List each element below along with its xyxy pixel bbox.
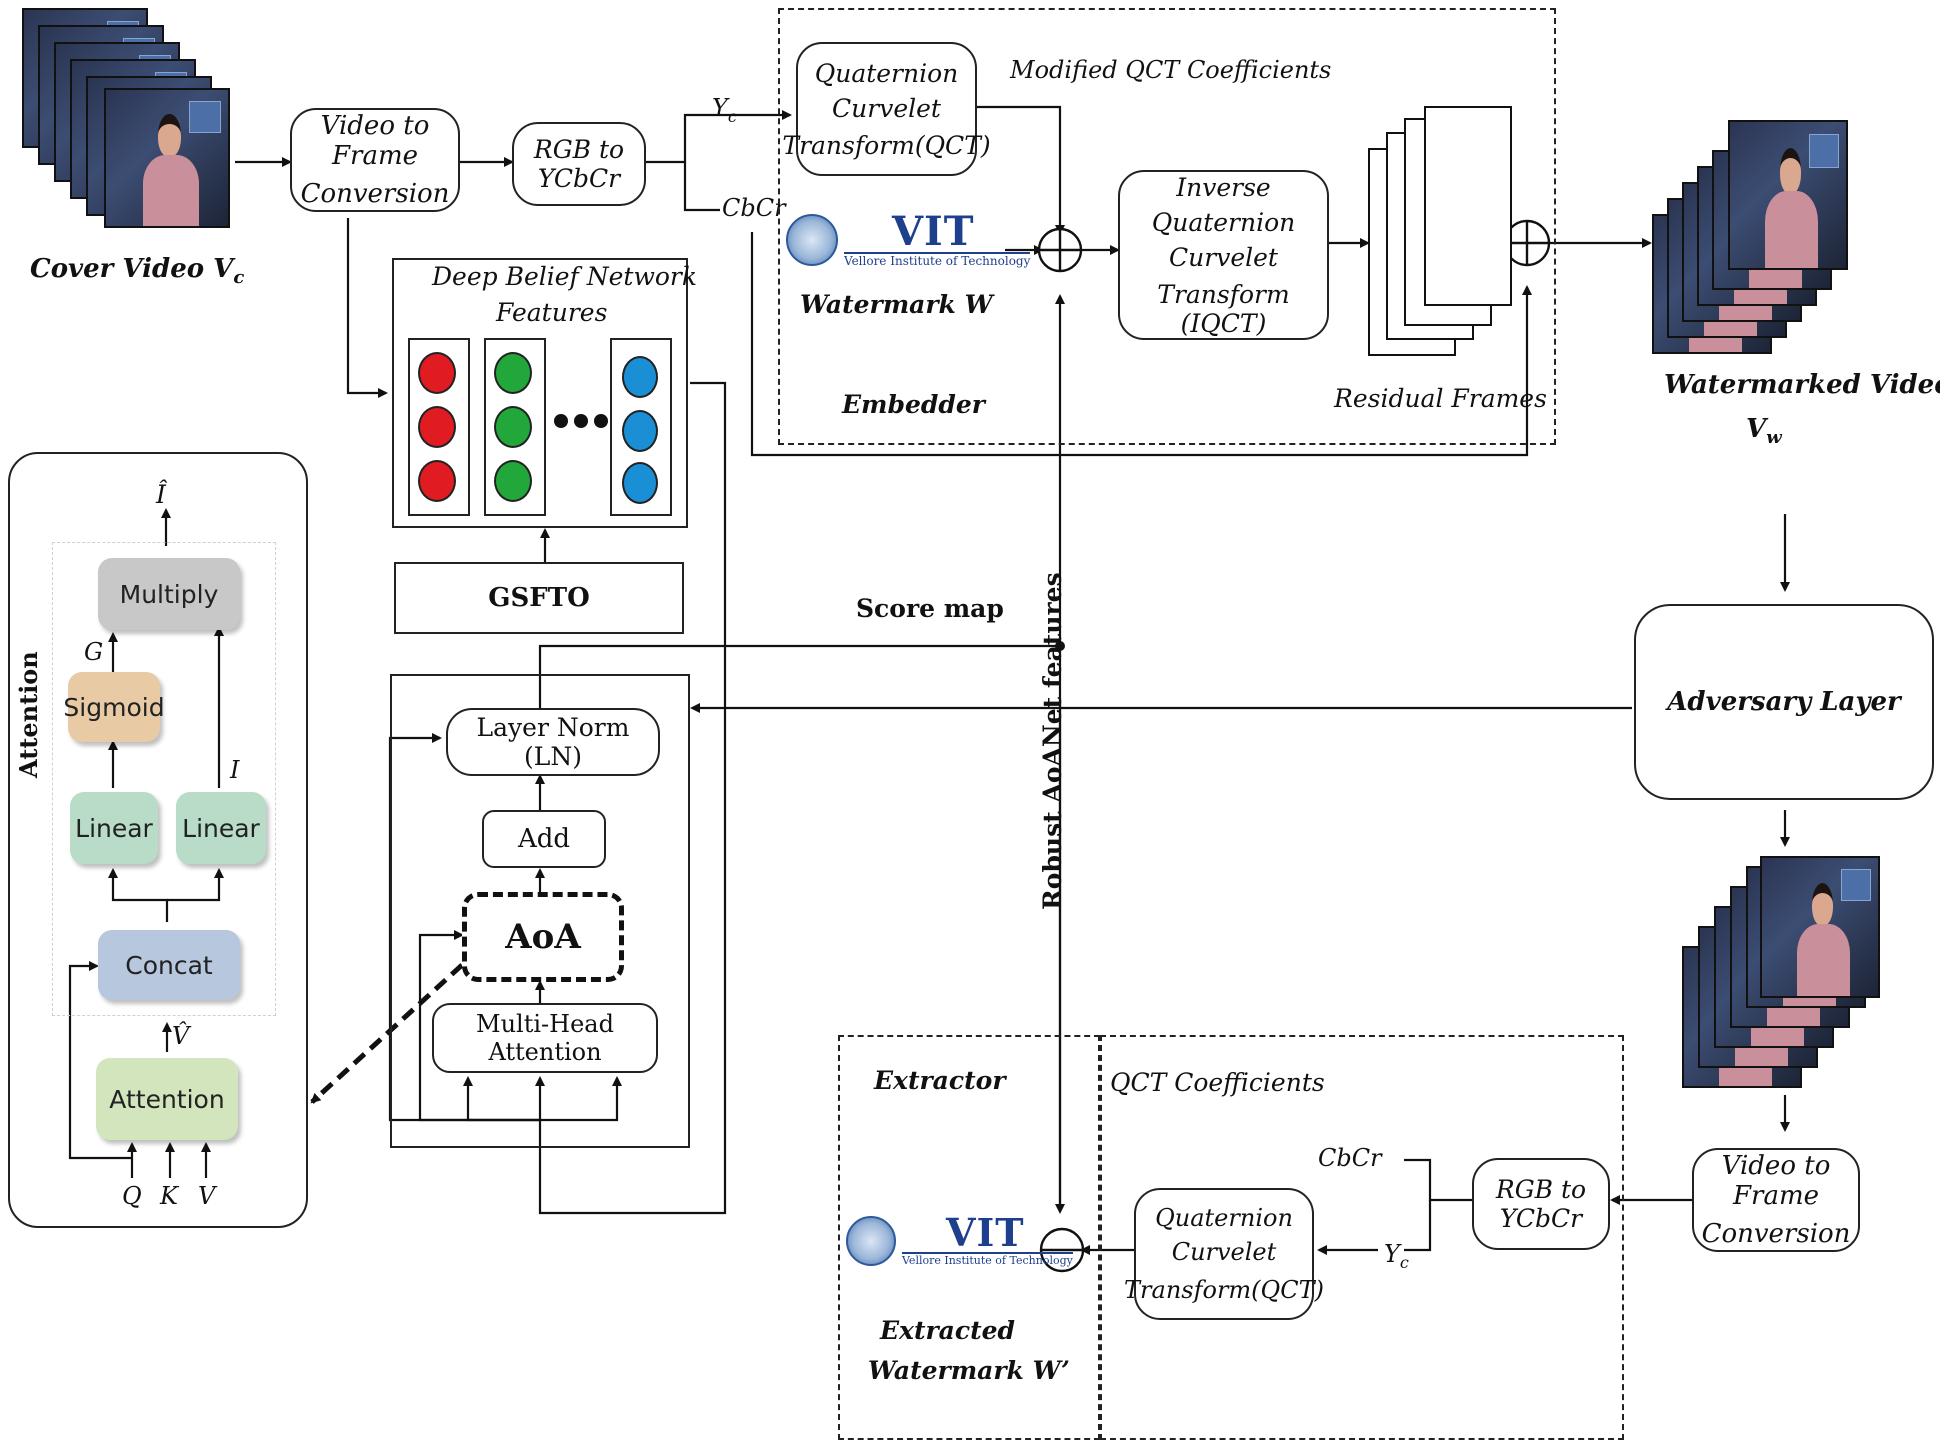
attention-inner-region bbox=[52, 542, 276, 1016]
vit-seal-icon bbox=[846, 1215, 896, 1266]
residual-frame bbox=[1424, 106, 1512, 306]
modified-qct-label: Modified QCT Coefficients bbox=[1010, 56, 1332, 84]
cover-video-label: Cover Video Vc bbox=[30, 254, 245, 289]
aoa-box: AoA bbox=[462, 892, 624, 982]
extractor-region bbox=[838, 1035, 1100, 1440]
dbn-node-red bbox=[418, 406, 456, 448]
watermark-label: Watermark W bbox=[800, 290, 993, 319]
sigmoid-box: Sigmoid bbox=[63, 672, 165, 742]
vhat-label: V̂ bbox=[172, 1022, 190, 1050]
add-box: Add bbox=[482, 810, 606, 868]
q-label: Q bbox=[122, 1182, 142, 1210]
dbn-node-green bbox=[494, 352, 532, 394]
watermarked-video-label: Watermarked Video bbox=[1664, 370, 1940, 400]
dbn-node-red bbox=[418, 352, 456, 394]
dbn-node-green bbox=[494, 406, 532, 448]
layer-norm-box: Layer Norm (LN) bbox=[446, 708, 660, 776]
linear-box-1: Linear bbox=[70, 792, 158, 864]
k-label: K bbox=[160, 1182, 178, 1210]
extractor-label: Extractor bbox=[874, 1066, 1006, 1095]
dbn-column-green bbox=[484, 338, 546, 516]
concat-box: Concat bbox=[98, 930, 240, 1000]
adversary-layer-box: Adversary Layer bbox=[1634, 604, 1934, 800]
multiply-box: Multiply bbox=[98, 558, 240, 630]
gsfto-box: GSFTO bbox=[394, 562, 684, 634]
attention-panel-title: Attention bbox=[14, 651, 43, 778]
robust-features-label: Robust AoANet features bbox=[1038, 572, 1067, 910]
qct-coefficients-label: QCT Coefficients bbox=[1110, 1068, 1325, 1097]
video-frame bbox=[1760, 856, 1880, 998]
multi-head-attention-box: Multi-Head Attention bbox=[432, 1003, 658, 1073]
video-frame bbox=[1728, 120, 1848, 270]
watermarked-video-var: Vw bbox=[1746, 414, 1782, 449]
vit-seal-icon bbox=[786, 214, 838, 267]
embedder-region bbox=[778, 8, 1556, 445]
extracted-label: Extracted bbox=[880, 1316, 1016, 1345]
dbn-node-green bbox=[494, 460, 532, 502]
dbn-node-blue bbox=[622, 462, 658, 504]
v-label: V bbox=[198, 1182, 216, 1210]
video-frame bbox=[104, 88, 230, 228]
score-map-label: Score map bbox=[856, 594, 1004, 623]
dbn-column-blue bbox=[610, 338, 672, 516]
i-label: I bbox=[230, 756, 240, 784]
cbcr-bottom-label: CbCr bbox=[1318, 1144, 1382, 1172]
g-label: G bbox=[84, 638, 104, 666]
attention-panel bbox=[8, 452, 308, 1228]
residual-frames-label: Residual Frames bbox=[1334, 384, 1547, 413]
dbn-node-blue bbox=[622, 410, 658, 452]
aoa-block bbox=[390, 674, 690, 1148]
dbn-node-red bbox=[418, 460, 456, 502]
y-c-label: Yc bbox=[712, 94, 737, 126]
extracted-watermark-label: Watermark W’ bbox=[868, 1356, 1070, 1385]
embedder-label: Embedder bbox=[842, 390, 985, 419]
dbn-column-red bbox=[408, 338, 470, 516]
qct-coefficients-region bbox=[1100, 1035, 1624, 1440]
cbcr-label: CbCr bbox=[722, 194, 786, 222]
attention-box: Attention bbox=[96, 1058, 238, 1140]
attention-output-label: Î bbox=[156, 480, 166, 509]
dbn-node-blue bbox=[622, 356, 658, 398]
dbn-title: Deep Belief Network bbox=[432, 262, 698, 291]
y-c-bottom-label: Yc bbox=[1384, 1240, 1409, 1272]
linear-box-2: Linear bbox=[176, 792, 266, 864]
dbn-subtitle: Features bbox=[496, 298, 608, 327]
